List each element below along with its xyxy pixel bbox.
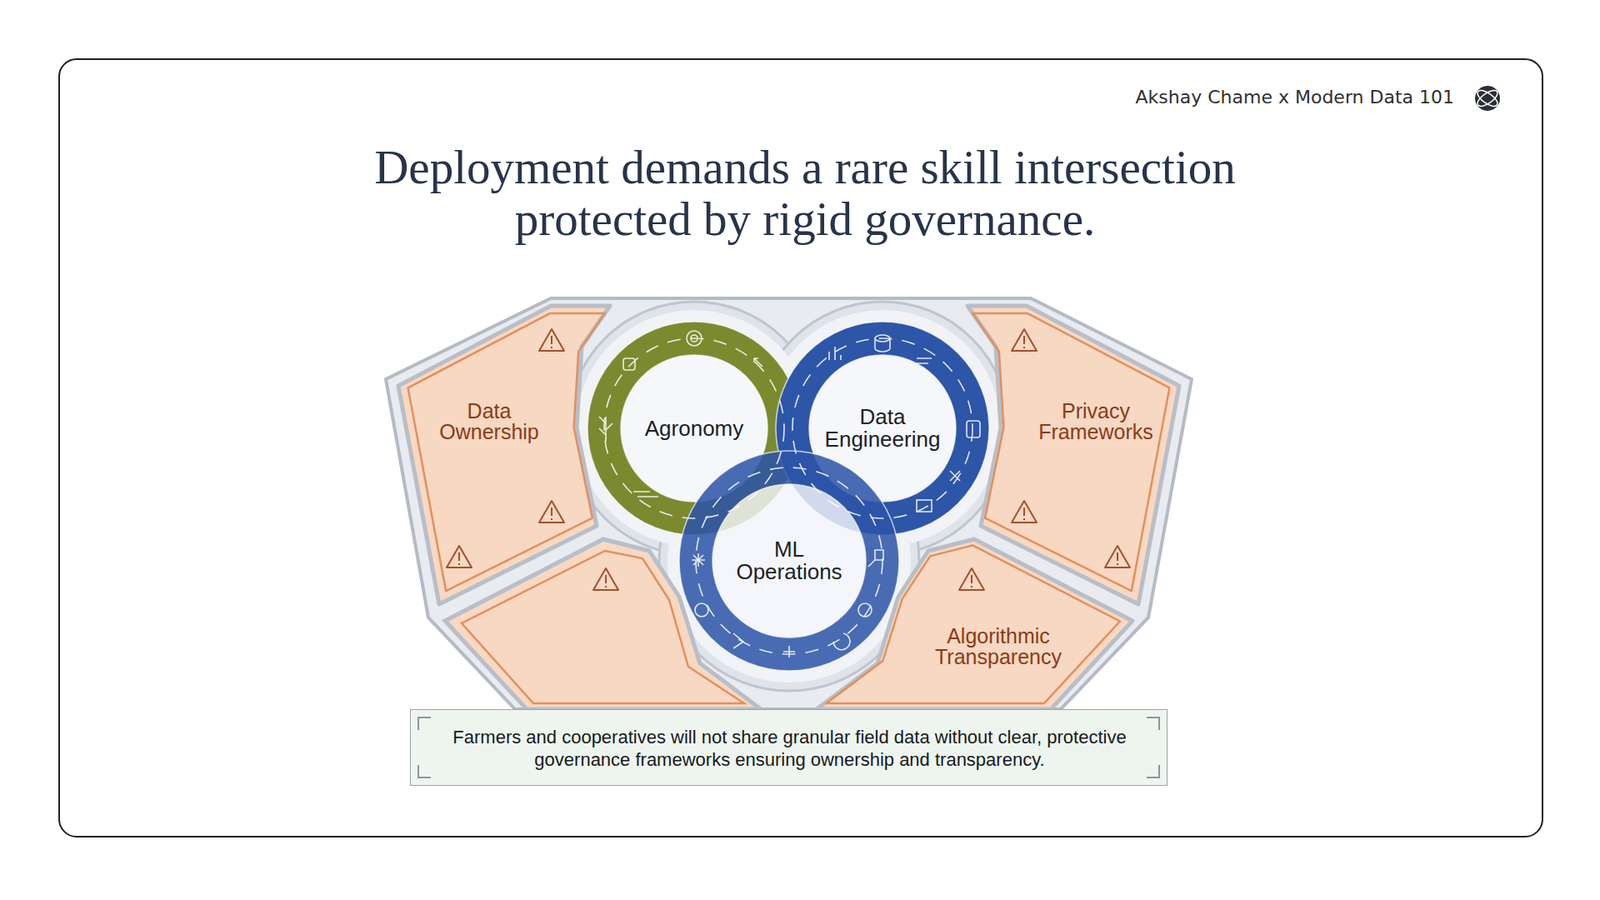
panel-fill bbox=[816, 539, 1133, 710]
ring-edge bbox=[712, 484, 866, 638]
slide-title: Deployment demands a rare skill intersec… bbox=[305, 141, 1305, 245]
ring-band bbox=[695, 467, 883, 655]
panel-fill bbox=[398, 305, 610, 605]
ring-hole bbox=[712, 484, 866, 638]
logo-disc bbox=[1475, 85, 1500, 111]
panel-inner-outline bbox=[826, 545, 1121, 704]
logo-orbit bbox=[1475, 87, 1500, 110]
node-label: Algorithmic Transparency bbox=[919, 625, 1078, 668]
outer-frame bbox=[385, 298, 1192, 710]
node-shape bbox=[813, 535, 1136, 713]
brand-logo bbox=[1475, 85, 1500, 111]
node-shape bbox=[395, 302, 614, 608]
node-label: Farmers and cooperatives will not share … bbox=[427, 725, 1153, 771]
callout-box: Farmers and cooperatives will not share … bbox=[410, 709, 1168, 786]
node-label: Data Ownership bbox=[426, 400, 552, 443]
panel-inner-outline bbox=[972, 313, 1170, 591]
logo-orbit bbox=[1475, 87, 1500, 110]
author-credit: Akshay Chame x Modern Data 101 bbox=[1135, 86, 1455, 108]
node-label: Data Engineering bbox=[820, 405, 945, 451]
panel-inner-outline bbox=[408, 313, 605, 591]
governance-panel: Data Ownership bbox=[395, 302, 614, 608]
flow-track bbox=[695, 467, 883, 655]
ring-edge bbox=[679, 450, 900, 671]
skill-ring: ML Operations bbox=[675, 447, 903, 675]
node-label: Privacy Frameworks bbox=[1025, 400, 1167, 443]
governance-panel: Algorithmic Transparency bbox=[813, 535, 1136, 713]
node-label: ML Operations bbox=[726, 538, 852, 584]
warning-icon bbox=[593, 568, 619, 590]
node-label: Agronomy bbox=[627, 417, 761, 440]
